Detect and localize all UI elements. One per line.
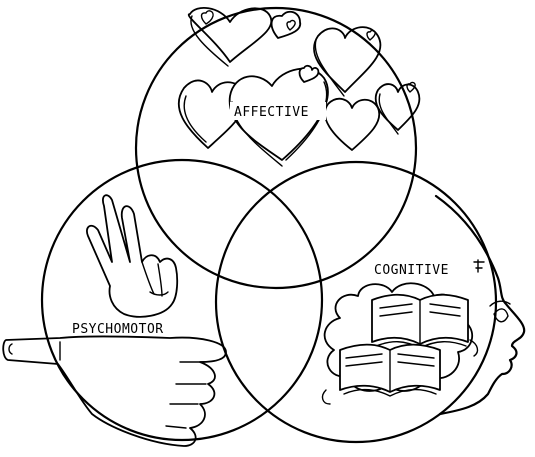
hearts-icon: [177, 7, 421, 167]
cognitive-circle: [214, 160, 498, 444]
cognitive-label: COGNITIVE: [374, 263, 449, 278]
venn-circles: [40, 6, 498, 444]
hands-icon: [2, 194, 227, 447]
psychomotor-circle: [40, 158, 324, 442]
affective-label: AFFECTIVE: [234, 105, 309, 120]
head-with-books-icon: [321, 194, 526, 416]
psychomotor-label: PSYCHOMOTOR: [72, 322, 164, 337]
affective-circle: [134, 6, 418, 290]
